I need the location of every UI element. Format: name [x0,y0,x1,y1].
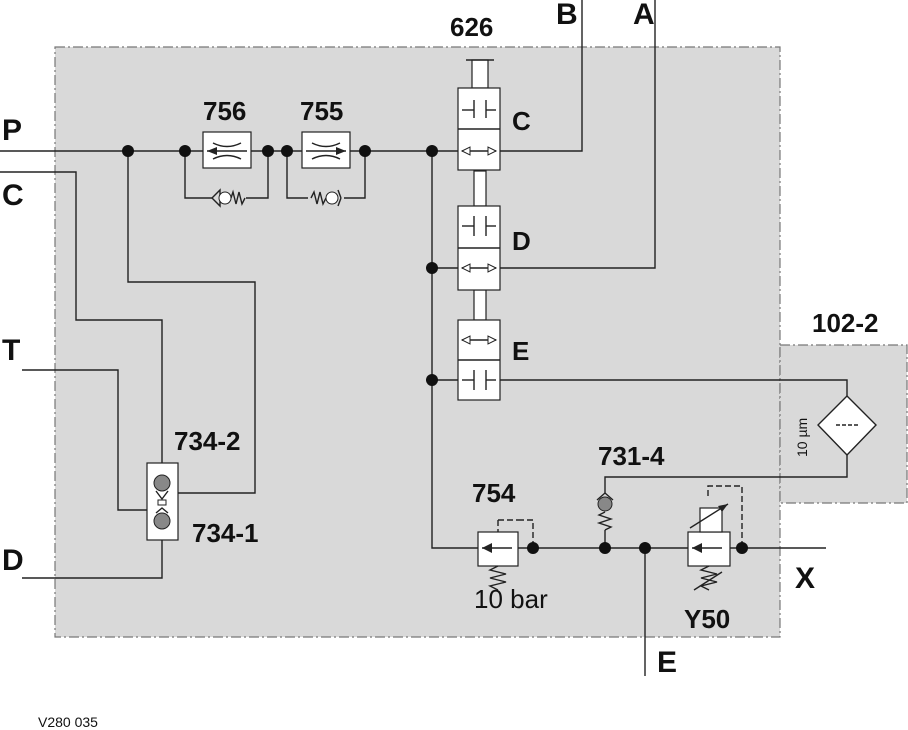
valve-section-c [457,87,501,171]
bypass-check-valve-1 [211,188,246,208]
check-731-4-label: 731-4 [598,441,665,471]
section-c-label: C [512,106,531,136]
section-e-label: E [512,336,529,366]
port-x-label: X [795,562,815,595]
pressure-reducing-valve-754 [477,519,534,591]
port-b-label: B [556,0,578,31]
drawing-code: V280 035 [38,714,98,730]
valve-section-e [457,319,501,401]
bypass-check-valve-2 [308,189,344,207]
port-c-label: C [2,179,24,212]
port-t-label: T [2,334,20,367]
filter-rating-label: 10 µm [794,418,810,457]
check-valve-block-734 [146,462,179,541]
filter-element [817,395,877,457]
valve-section-d [457,205,501,291]
port-d-label: D [2,544,24,577]
reducing-valve-label: 754 [472,478,516,508]
reducing-setting-label: 10 bar [474,584,548,614]
pressure-lines [0,0,848,676]
solenoid-label: Y50 [684,604,730,634]
throttle-756-label: 756 [203,96,246,126]
check-734-1-label: 734-1 [192,518,259,548]
check-valve-731-4 [596,492,614,531]
filter-label: 102-2 [812,308,879,338]
throttle-valve-756 [202,131,252,169]
solenoid-valve-y50 [687,485,743,591]
port-p-label: P [2,114,22,147]
throttle-755-label: 755 [300,96,343,126]
check-734-2-label: 734-2 [174,426,241,456]
junction-dots [122,145,748,554]
throttle-valve-755 [301,131,351,169]
valve-block-label: 626 [450,12,493,42]
port-a-label: A [633,0,655,31]
section-d-label: D [512,226,531,256]
port-e-label: E [657,646,677,679]
